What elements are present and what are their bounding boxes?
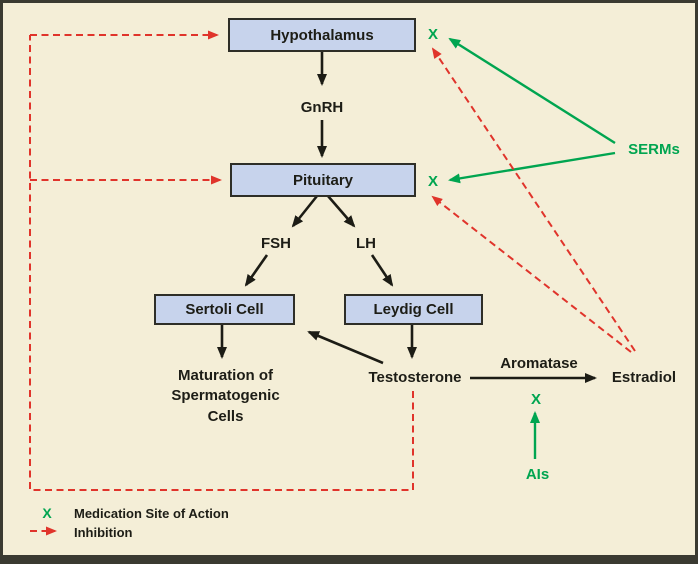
label-estradiol: Estradiol: [611, 369, 677, 386]
arrow-pituitary-to-lh: [327, 195, 356, 228]
legend-x-symbol: X: [42, 505, 52, 521]
arrow-serms-to-hypothalamus-x: [448, 37, 616, 145]
box-sertoli-cell: Sertoli Cell: [154, 294, 295, 325]
label-testosterone: Testosterone: [368, 369, 462, 386]
arrow-lh-to-leydig: [370, 254, 394, 287]
label-fsh: FSH: [261, 235, 291, 252]
box-leydig-cell-label: Leydig Cell: [373, 301, 454, 318]
label-maturation: Maturation of Spermatogenic Cells: [171, 367, 280, 425]
label-gnrh: GnRH: [300, 99, 344, 116]
arrow-estradiol-to-hypothalamus: [431, 47, 636, 352]
box-pituitary-label: Pituitary: [292, 171, 353, 189]
arrow-estradiol-to-pituitary: [431, 195, 632, 353]
arrow-pituitary-to-fsh: [291, 195, 319, 228]
label-ais: AIs: [525, 466, 550, 483]
x-mark-pituitary: X: [427, 173, 438, 190]
box-sertoli-cell-label: Sertoli Cell: [185, 301, 264, 318]
x-mark-aromatase: X: [530, 391, 541, 408]
box-pituitary: Pituitary: [230, 163, 416, 197]
label-lh: LH: [356, 235, 376, 252]
box-hypothalamus-label: Hypothalamus: [270, 26, 374, 44]
box-hypothalamus: Hypothalamus: [228, 18, 416, 52]
arrow-testosterone-feedback-loop: [29, 35, 414, 491]
arrow-layer: [29, 30, 636, 536]
legend-inhibition-label: Inhibition: [74, 525, 133, 540]
arrow-fsh-to-sertoli: [244, 254, 269, 287]
arrow-testosterone-to-sertoli: [307, 330, 384, 365]
legend-x-label: Medication Site of Action: [74, 506, 229, 521]
arrow-serms-to-pituitary-x: [448, 151, 616, 184]
label-aromatase: Aromatase: [500, 355, 578, 372]
x-mark-hypothalamus: X: [427, 26, 438, 43]
box-leydig-cell: Leydig Cell: [344, 294, 483, 325]
label-serms: SERMs: [628, 141, 680, 158]
